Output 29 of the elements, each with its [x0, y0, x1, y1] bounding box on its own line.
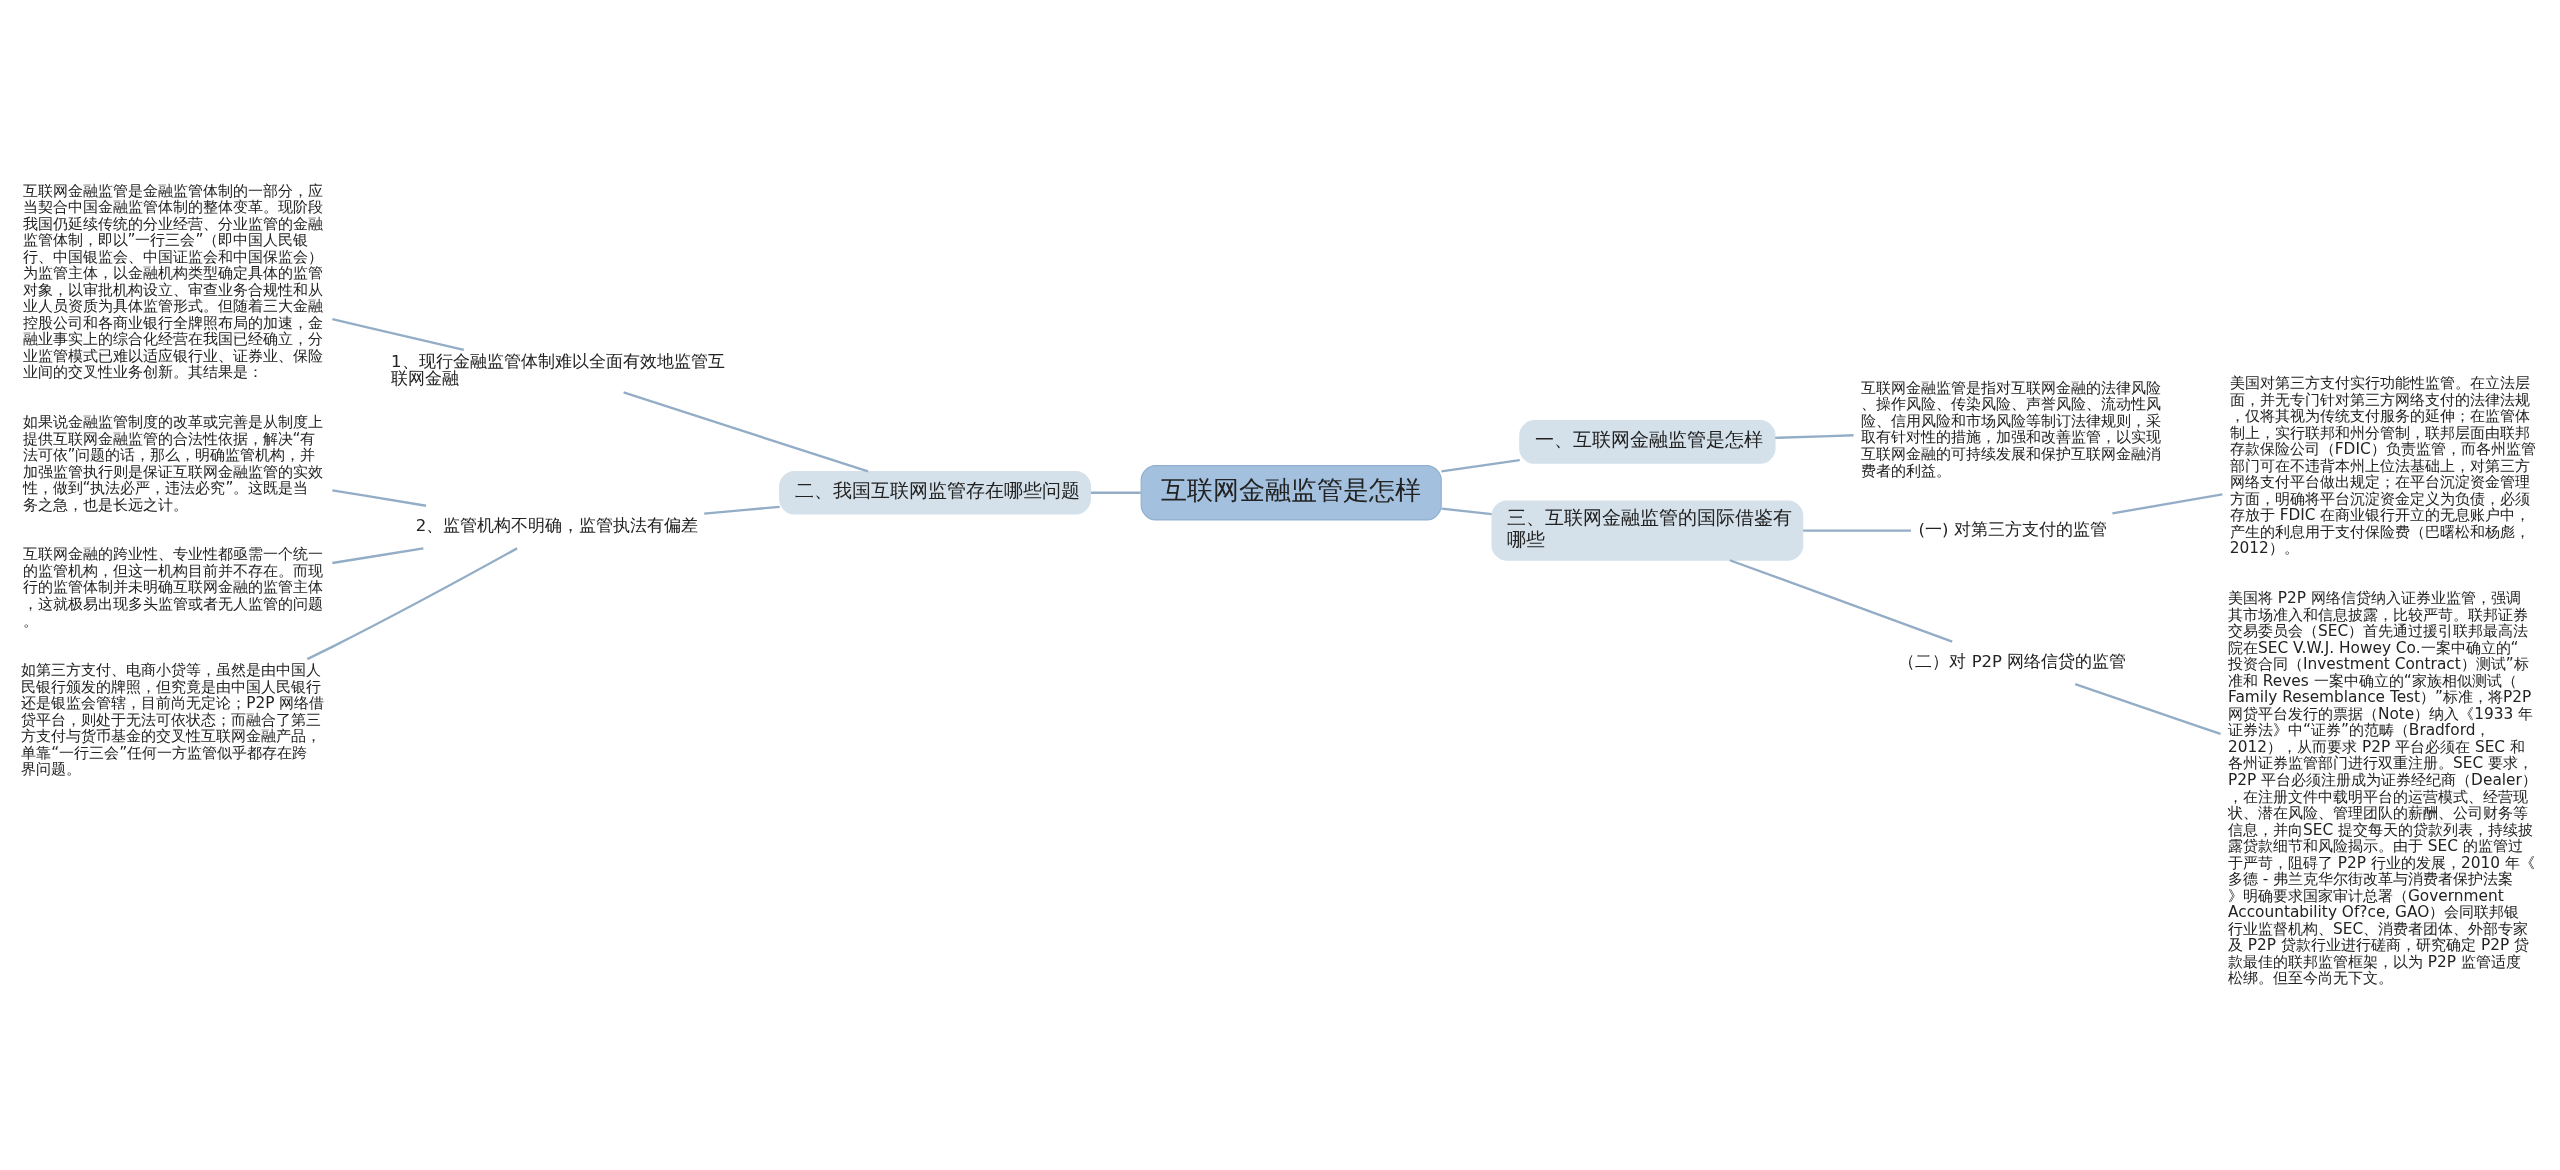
- node-text: 2、监管机构不明确，监管执法有偏差: [415, 515, 699, 535]
- connector: [1441, 507, 1492, 515]
- node-text: 1、现行金融监管体制难以全面有效地监管互联网金融: [391, 351, 725, 388]
- node-box: 二、我国互联网监管存在哪些问题: [779, 470, 1091, 515]
- node-box: 三、互联网金融监管的国际借鉴有哪些: [1491, 499, 1804, 561]
- node-text: （二）对 P2P 网络信贷的监管: [1898, 651, 2127, 671]
- connector: [332, 317, 465, 351]
- node-text: 互联网金融监管是金融监管体制的一部分，应当契合中国金融监管体制的整体变革。现阶段我国仍延续传统的分业经营、分业监管的金融监管体制，即以”一行三会”（即中国人民银行、中国银监会、中国证监会和中国保监会）为监管主体，以金融机构类型确定具体的监管对象，以审批机构设立、审查业务合规性和从业人员资质为具体监管形式。但随着三大金融控股公司和各商业银行全牌照布局的加速，金融业事实上的综合化经营在我国已经确立，分业监管模式已难以适应银行业、证券业、保险业间的交叉性业务创新。其结果是：: [22, 181, 323, 381]
- node-box: 一、互联网金融监管是怎样: [1519, 419, 1776, 464]
- connector: [332, 488, 427, 507]
- connector: [1729, 558, 1953, 643]
- connector: [2074, 682, 2221, 735]
- connector: [2112, 492, 2223, 515]
- connector: [1441, 458, 1520, 473]
- node-text: 如第三方支付、电商小贷等，虽然是由中国人民银行颁发的牌照，但究竟是由中国人民银行还是银监会管辖，目前尚无定论；P2P 网络借贷平台，则处于无法可依状态；而融合了第三方支付与货币基金的交叉性互联网金融产品，单靠“一行三会”任何一方监管似乎都存在跨界问题。: [21, 660, 325, 778]
- connector: [306, 546, 518, 660]
- node-text: 互联网金融的跨业性、专业性都亟需一个统一的监管机构，但这一机构目前并不存在。而现行的监管体制并未明确互联网金融的监管主体，这就极易出现多头监管或者无人监管的问题。: [22, 544, 323, 630]
- connector: [1090, 491, 1141, 494]
- node-text: 美国将 P2P 网络信贷纳入证券业监管，强调其市场准入和信息披露，比较严苛。联邦证券交易委员会（SEC）首先通过援引联邦最高法院在SEC V.W.J. Howey Co.一案中确立的“投资合同（Investment Contract）测试”标准和 Reves 一案中确立的“家族相似测试（Family Resemblance Test）”标准，将P2P网贷平台发行的票据（Note）纳入《1933 年证券法》中“证券”的范畴（Bradford，2012），从而要求 P2P 平台必须在 SEC 和各州证券监管部门进行双重注册。SEC 要求，P2P 平台必须注册成为证券经纪商（Dealer），在注册文件中载明平台的运营模式、经营现状、潜在风险、管理团队的薪酬、公司财务等信息，并向SEC 提交每天的贷款列表，持续披露贷款细节和风险揭示。由于 SEC 的监管过于严苛，阻碍了 P2P 行业的发展，2010 年《多德 - 弗兰克华尔街改革与消费者保护法案》明确要求国家审计总署（Government Accountability Of?ce, GAO）会同联邦银行业监督机构、SEC、消费者团体、外部专家及 P2P 贷款行业进行磋商，研究确定 P2P 贷款最佳的联邦监管框架，以为 P2P 监管适度松绑。但至今尚无下文。: [2227, 588, 2537, 987]
- node-text: (一) 对第三方支付的监管: [1918, 519, 2107, 539]
- node-box: 互联网金融监管是怎样: [1140, 464, 1442, 521]
- connector: [1803, 528, 1911, 532]
- node-text: 如果说金融监管制度的改革或完善是从制度上提供互联网金融监管的合法性依据，解决“有法可依”问题的话，那么，明确监管机构，并加强监管执行则是保证互联网金融监管的实效性，做到“执法必严，违法必究”。这既是当务之急，也是长远之计。: [22, 412, 323, 514]
- connector: [623, 390, 869, 473]
- connector: [332, 546, 424, 564]
- connector: [1775, 433, 1854, 439]
- connector: [704, 505, 780, 515]
- node-text: 互联网金融监管是指对互联网金融的法律风险、操作风险、传染风险、声誉风险、流动性风险、信用风险和市场风险等制订法律规则，采取有针对性的措施，加强和改善监管，以实现互联网金融的可持续发展和保护互联网金融消费者的利益。: [1860, 378, 2161, 480]
- node-text: 美国对第三方支付实行功能性监管。在立法层面，并无专门针对第三方网络支付的法律法规，仅将其视为传统支付服务的延伸；在监管体制上，实行联邦和州分管制，联邦层面由联邦存款保险公司（FDIC）负责监管，而各州监管部门可在不违背本州上位法基础上，对第三方网络支付平台做出规定；在平台沉淀资金管理方面，明确将平台沉淀资金定义为负债，必须存放于 FDIC 在商业银行开立的无息账户中，产生的利息用于支付保险费（巴曙松和杨彪，2012）。: [2229, 373, 2536, 557]
